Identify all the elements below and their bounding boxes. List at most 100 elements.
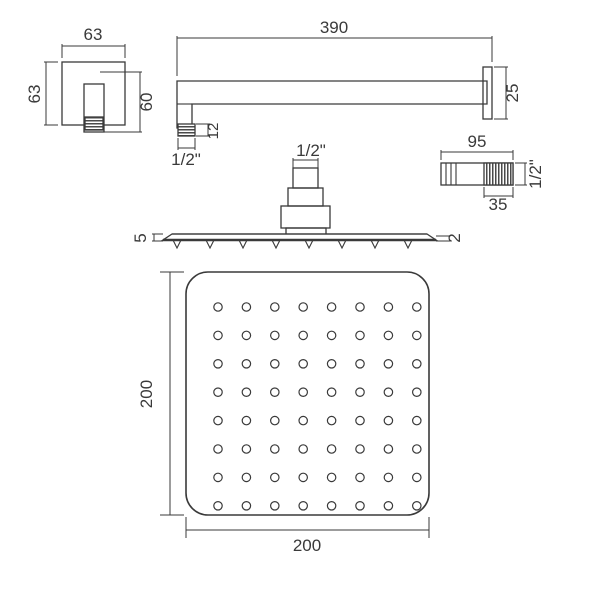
head-nozzles-side xyxy=(172,239,413,250)
nozzle-hole xyxy=(383,358,394,369)
nozzle-hole xyxy=(298,330,308,341)
label-wall-plate-width: 63 xyxy=(84,25,103,44)
shower-arm-thread-stub xyxy=(177,123,196,137)
nozzle-hole xyxy=(269,472,280,483)
nozzle-hole xyxy=(326,358,337,369)
label-wall-plate-height: 63 xyxy=(25,85,44,104)
nozzle-hole xyxy=(298,500,308,511)
nozzle-hole xyxy=(326,472,337,483)
nozzle-hole xyxy=(383,500,394,511)
dim-connector-length xyxy=(440,150,514,160)
wall-plate-view xyxy=(44,44,142,133)
nozzle-hole xyxy=(213,415,223,426)
head-inlet-body-tier xyxy=(280,205,331,229)
nozzle-hole xyxy=(213,500,223,511)
shower-arm-view xyxy=(176,36,508,150)
shower-head-side-view xyxy=(152,158,450,250)
nozzle-hole xyxy=(298,358,308,369)
dim-arm-flange xyxy=(494,66,508,120)
nozzle-hole xyxy=(383,472,394,483)
nozzle-hole xyxy=(241,415,252,426)
nozzle-hole xyxy=(298,472,308,483)
dim-wall-plate-width xyxy=(61,44,126,58)
nozzle-hole xyxy=(298,444,308,454)
nozzle-hole xyxy=(355,330,365,341)
dim-head-plate xyxy=(436,235,450,242)
head-face-outline xyxy=(185,271,430,516)
dim-wall-plate-height xyxy=(44,61,58,126)
dim-face-height xyxy=(160,271,184,516)
dim-connector-thread-size xyxy=(515,162,527,186)
nozzle-hole xyxy=(411,330,422,341)
nozzle-hole xyxy=(355,500,365,511)
nozzle-hole xyxy=(326,302,337,312)
nozzle-hole xyxy=(355,302,365,312)
nozzle-hole xyxy=(383,330,394,341)
nozzle-hole xyxy=(213,330,223,341)
dim-arm-thread xyxy=(177,138,196,150)
shower-head-face-view xyxy=(160,271,430,538)
nozzle-hole xyxy=(241,444,252,454)
shower-arm-flange xyxy=(482,66,493,120)
dim-connector-thread-length xyxy=(483,187,514,198)
nozzle-hole xyxy=(269,387,280,397)
label-head-inlet: 1/2" xyxy=(296,141,326,160)
label-connector-thread-length: 35 xyxy=(489,195,508,214)
nozzle-hole xyxy=(326,500,337,511)
nozzle-hole xyxy=(411,387,422,397)
label-head-edge: 5 xyxy=(131,233,150,242)
nozzle-hole xyxy=(411,415,422,426)
label-connector-length: 95 xyxy=(468,132,487,151)
nozzle-hole xyxy=(241,500,252,511)
shower-arm-body xyxy=(176,80,488,129)
head-nozzle-grid xyxy=(213,302,422,511)
nozzle-hole xyxy=(411,358,422,369)
nozzle-hole xyxy=(355,472,365,483)
label-arm-length: 390 xyxy=(320,18,348,37)
nozzle-hole xyxy=(269,358,280,369)
nozzle-hole xyxy=(383,302,394,312)
label-arm-flange: 25 xyxy=(503,84,522,103)
nozzle-hole xyxy=(326,415,337,426)
nozzle-hole xyxy=(383,444,394,454)
dim-arm-length xyxy=(176,36,493,76)
nozzle-hole xyxy=(269,302,280,312)
nozzle-hole xyxy=(269,444,280,454)
nozzle-hole xyxy=(241,472,252,483)
nozzle-hole xyxy=(411,500,422,511)
dim-arm-drop xyxy=(196,123,210,137)
wall-plate-thread xyxy=(84,116,104,131)
nozzle-hole xyxy=(298,387,308,397)
threaded-connector-view xyxy=(440,150,527,198)
dim-head-edge xyxy=(152,233,163,242)
nozzle-hole xyxy=(326,387,337,397)
nozzle-hole xyxy=(355,444,365,454)
dim-face-width xyxy=(185,517,430,538)
nozzle-hole xyxy=(241,387,252,397)
label-arm-drop: 12 xyxy=(205,123,222,140)
nozzle-hole xyxy=(213,444,223,454)
head-inlet-thread-tier xyxy=(292,167,319,189)
nozzle-hole xyxy=(241,358,252,369)
nozzle-hole xyxy=(411,444,422,454)
nozzle-hole xyxy=(241,302,252,312)
label-connector-thread-size: 1/2" xyxy=(526,159,545,189)
dim-head-inlet xyxy=(292,158,319,168)
nozzle-hole xyxy=(213,358,223,369)
label-face-height: 200 xyxy=(137,380,156,408)
nozzle-hole xyxy=(411,472,422,483)
label-arm-thread: 1/2" xyxy=(171,150,201,169)
nozzle-hole xyxy=(241,330,252,341)
nozzle-hole xyxy=(326,444,337,454)
nozzle-hole xyxy=(213,472,223,483)
nozzle-hole xyxy=(355,415,365,426)
nozzle-hole xyxy=(269,415,280,426)
nozzle-hole xyxy=(355,358,365,369)
nozzle-hole xyxy=(326,330,337,341)
nozzle-hole xyxy=(213,302,223,312)
wall-plate-body xyxy=(61,61,126,126)
nozzle-hole xyxy=(269,500,280,511)
connector-thread xyxy=(483,162,514,186)
dim-wall-plate-depth xyxy=(100,71,142,133)
